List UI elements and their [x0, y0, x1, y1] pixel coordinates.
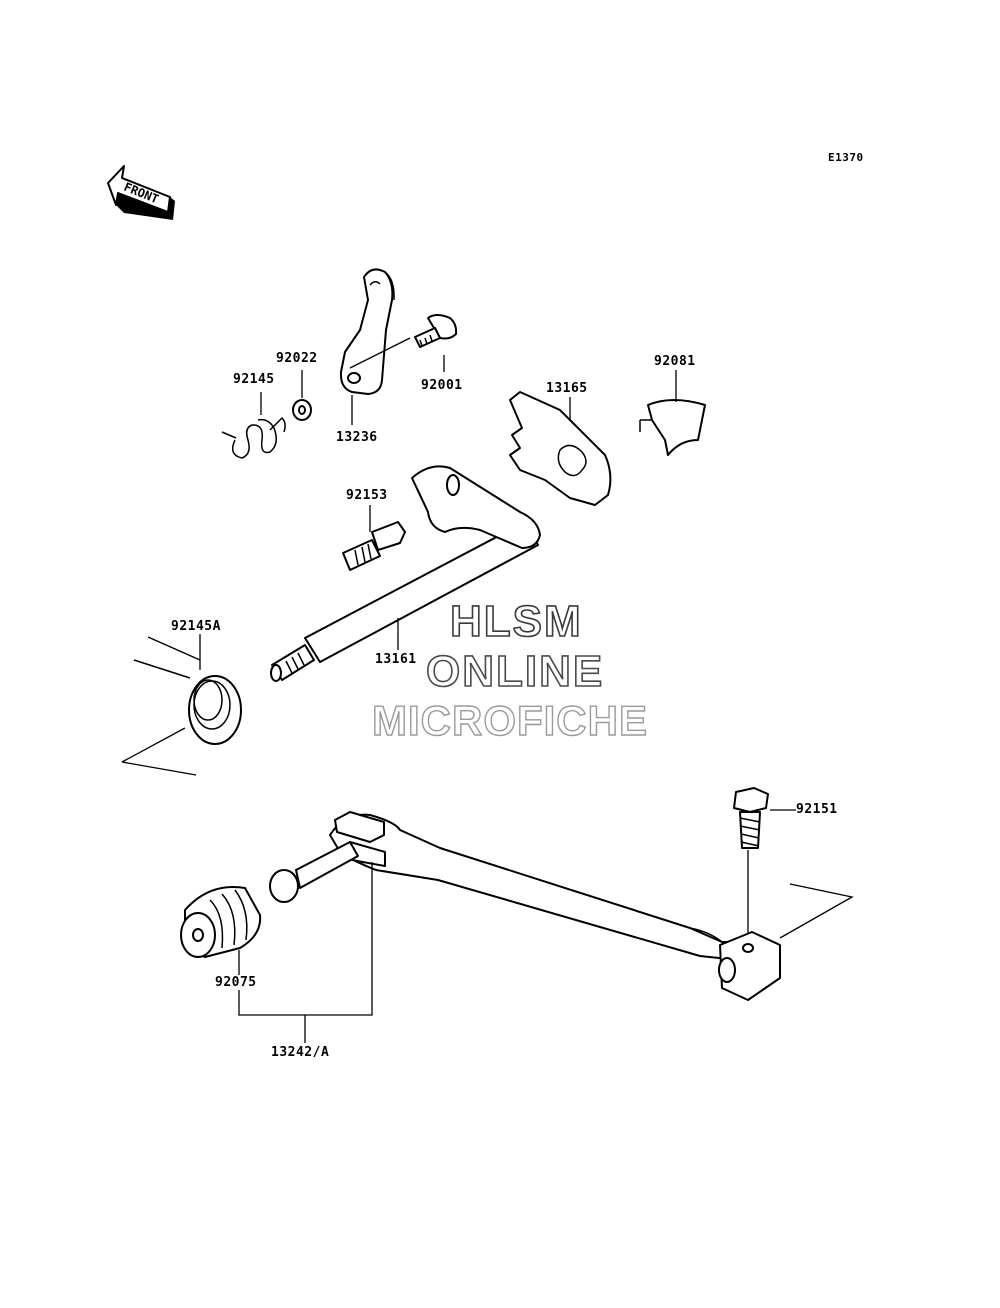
rubber-92075	[180, 886, 262, 958]
part-label-92145: 92145	[233, 372, 275, 387]
shift-pedal-13242	[269, 811, 781, 1001]
part-label-92145A: 92145A	[171, 619, 221, 634]
bolt-92001	[414, 314, 458, 348]
diagram-code: E1370	[828, 151, 864, 164]
watermark-line-3: MICROFICHE	[371, 697, 648, 744]
plate-13165	[509, 391, 612, 506]
watermark-line-2: ONLINE	[425, 647, 605, 696]
part-label-13236: 13236	[336, 430, 378, 445]
spring-92145A	[133, 636, 242, 745]
part-label-92075: 92075	[215, 975, 257, 990]
watermark-line-1: HLSM	[449, 597, 583, 646]
part-label-13242-A: 13242/A	[271, 1045, 330, 1060]
front-arrow-icon: FRONT	[107, 165, 175, 220]
shift-arm-13236	[339, 268, 395, 395]
part-label-92081: 92081	[654, 354, 696, 369]
spring-92145	[221, 416, 286, 459]
part-label-13161: 13161	[375, 652, 417, 667]
part-label-92151: 92151	[796, 802, 838, 817]
part-label-92001: 92001	[421, 378, 463, 393]
part-label-92153: 92153	[346, 488, 388, 503]
part-label-13165: 13165	[546, 381, 588, 396]
shaft-13161	[270, 465, 541, 682]
part-label-92022: 92022	[276, 351, 318, 366]
pin-92153	[342, 521, 406, 571]
bolt-92151	[733, 787, 769, 849]
guide-92081	[639, 399, 706, 456]
